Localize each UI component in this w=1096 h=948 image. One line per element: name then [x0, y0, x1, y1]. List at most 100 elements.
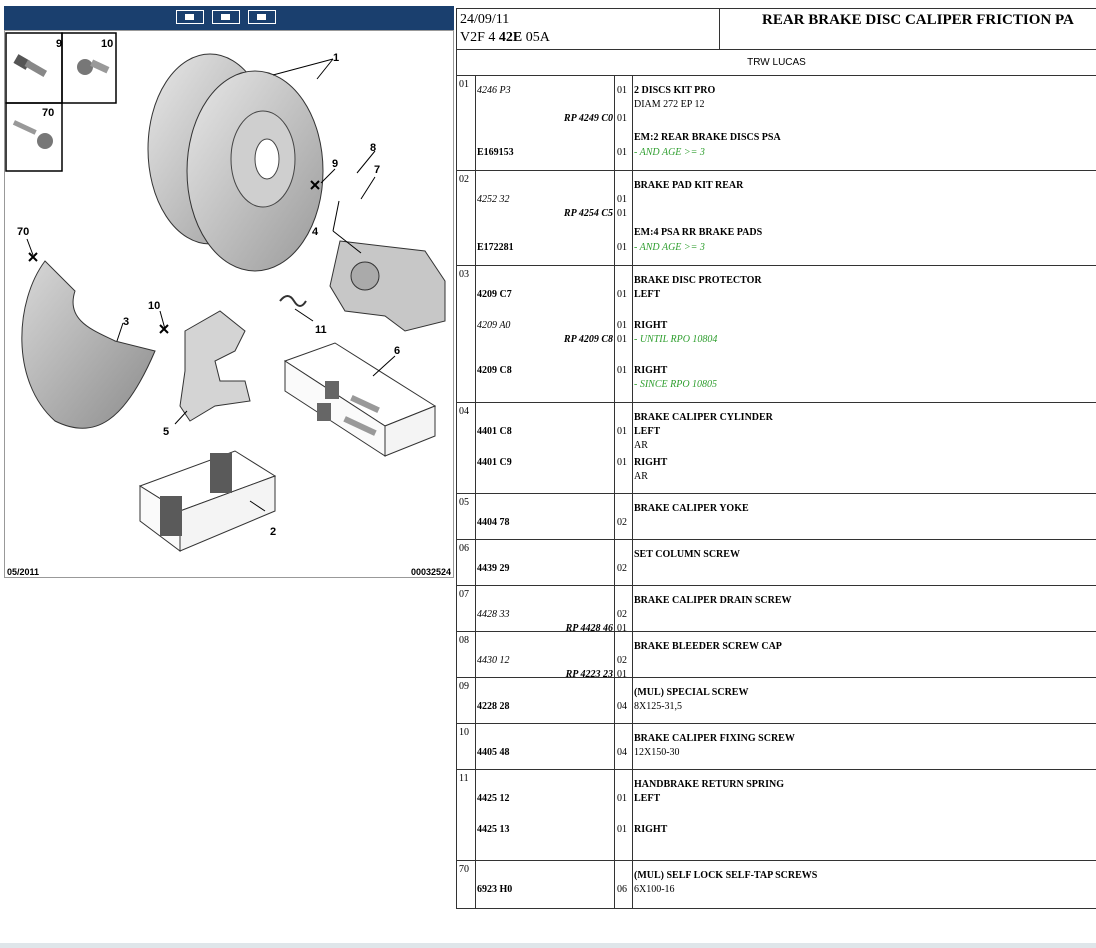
- screw-10-icon: [77, 59, 110, 75]
- callout-10: 10: [148, 300, 160, 312]
- part-number[interactable]: 4404 78: [477, 517, 510, 528]
- part-number[interactable]: 4209 C8: [477, 365, 512, 376]
- quantity: 01: [617, 824, 627, 835]
- group-number: 02: [459, 174, 469, 185]
- brand-label: TRW LUCAS: [456, 50, 1096, 76]
- quantity: 01: [617, 623, 627, 634]
- group-number: 11: [459, 773, 469, 784]
- part-number[interactable]: 4209 A0: [477, 320, 511, 331]
- part-number[interactable]: 4425 12: [477, 793, 510, 804]
- quantity: 04: [617, 747, 627, 758]
- part-number[interactable]: 4209 C7: [477, 289, 512, 300]
- cross-markers: [28, 180, 320, 334]
- group-number: 03: [459, 269, 469, 280]
- callout-8: 8: [370, 142, 376, 154]
- quantity: 01: [617, 113, 627, 124]
- status-bar: [0, 943, 1096, 948]
- part-description: BRAKE CALIPER YOKE: [634, 503, 749, 514]
- quantity: 06: [617, 884, 627, 895]
- part-description: 8X125-31,5: [634, 701, 683, 712]
- part-number[interactable]: 4428 33: [477, 609, 510, 620]
- callout-4: 4: [312, 226, 319, 238]
- part-description: BRAKE PAD KIT REAR: [634, 180, 744, 191]
- part-number[interactable]: 4425 13: [477, 824, 510, 835]
- part-number[interactable]: 4401 C9: [477, 457, 512, 468]
- part-number[interactable]: 4439 29: [477, 563, 510, 574]
- part-number[interactable]: 4405 48: [477, 747, 510, 758]
- part-description: BRAKE DISC PROTECTOR: [634, 275, 762, 286]
- quantity: 01: [617, 85, 627, 96]
- caliper-drawing: [329, 240, 446, 332]
- part-number[interactable]: 4246 P3: [477, 85, 511, 96]
- page-title: REAR BRAKE DISC CALIPER FRICTION PA: [720, 8, 1096, 50]
- callout-7: 7: [374, 164, 380, 176]
- group-number: 07: [459, 589, 469, 600]
- inset-label-9: 9: [56, 38, 62, 50]
- leader-lines: [26, 58, 396, 512]
- part-description: HANDBRAKE RETURN SPRING: [634, 779, 785, 790]
- part-description: 2 DISCS KIT PRO: [634, 85, 716, 96]
- diagram-panel: 9 10 70 1 2 3 4 5 6 7 8 9 10 11 70 05/20…: [0, 0, 456, 948]
- quantity: 01: [617, 793, 627, 804]
- inset-box-70: [5, 102, 63, 172]
- parts-sheet: 24/09/11 V2F 4 42E 05A REAR BRAKE DISC C…: [456, 0, 1096, 940]
- inset-box-10: [61, 32, 117, 104]
- brake-disc-drawing: [147, 53, 324, 272]
- replacement-part-number[interactable]: RP 4254 C5: [563, 208, 613, 219]
- part-number[interactable]: 4430 12: [477, 655, 510, 666]
- part-description: SET COLUMN SCREW: [634, 549, 740, 560]
- vehicle-code: V2F 4 42E 05A: [460, 30, 550, 45]
- group-number: 09: [459, 681, 469, 692]
- part-description: EM:2 REAR BRAKE DISCS PSA: [634, 132, 781, 143]
- part-description: EM:4 PSA RR BRAKE PADS: [634, 227, 763, 238]
- part-description: DIAM 272 EP 12: [634, 99, 705, 110]
- group-number: 01: [459, 79, 469, 90]
- part-description: - AND AGE >= 3: [634, 242, 705, 253]
- header-date-vehicle: 24/09/11 V2F 4 42E 05A: [456, 8, 720, 50]
- callout-2: 2: [270, 526, 276, 538]
- part-description: RIGHT: [634, 824, 668, 835]
- replacement-part-number[interactable]: RP 4209 C8: [563, 334, 613, 345]
- group-number: 08: [459, 635, 469, 646]
- part-number[interactable]: 4252 32: [477, 194, 510, 205]
- callout-1: 1: [333, 52, 339, 64]
- part-description: LEFT: [634, 793, 661, 804]
- quantity: 01: [617, 334, 627, 345]
- view-button-1[interactable]: [176, 10, 204, 24]
- quantity: 01: [617, 147, 627, 158]
- part-group: 01 4246 P3 01 2 DISCS KIT PRO DIAM 272 EP 12…: [457, 76, 1096, 171]
- replacement-part-number[interactable]: RP 4249 C0: [563, 113, 613, 124]
- part-number[interactable]: 4228 28: [477, 701, 510, 712]
- quantity: 01: [617, 194, 627, 205]
- kit-box-2-drawing: [138, 450, 277, 552]
- part-number[interactable]: E169153: [477, 147, 514, 158]
- callout-3: 3: [123, 316, 129, 328]
- part-description: RIGHT: [634, 457, 668, 468]
- parts-table: 01 4246 P3 01 2 DISCS KIT PRO DIAM 272 EP 12…: [456, 76, 1096, 909]
- quantity: 01: [617, 426, 627, 437]
- quantity: 02: [617, 517, 627, 528]
- part-number[interactable]: E172281: [477, 242, 514, 253]
- replacement-part-number[interactable]: RP 4428 46: [565, 623, 613, 634]
- part-number[interactable]: 4401 C8: [477, 426, 512, 437]
- part-number[interactable]: 6923 H0: [477, 884, 513, 895]
- view-button-3[interactable]: [248, 10, 276, 24]
- diagram-drawing: 9 10 70 1 2 3 4 5 6 7 8 9 10 11 70: [5, 32, 446, 552]
- callout-5: 5: [163, 426, 169, 438]
- callout-11: 11: [315, 324, 327, 336]
- group-number: 70: [459, 864, 469, 875]
- quantity: 01: [617, 669, 627, 680]
- replacement-part-number[interactable]: RP 4223 23: [565, 669, 613, 680]
- part-description: LEFT: [634, 289, 661, 300]
- part-description: - UNTIL RPO 10804: [634, 334, 718, 345]
- group-number: 04: [459, 406, 469, 417]
- quantity: 01: [617, 320, 627, 331]
- view-button-2[interactable]: [212, 10, 240, 24]
